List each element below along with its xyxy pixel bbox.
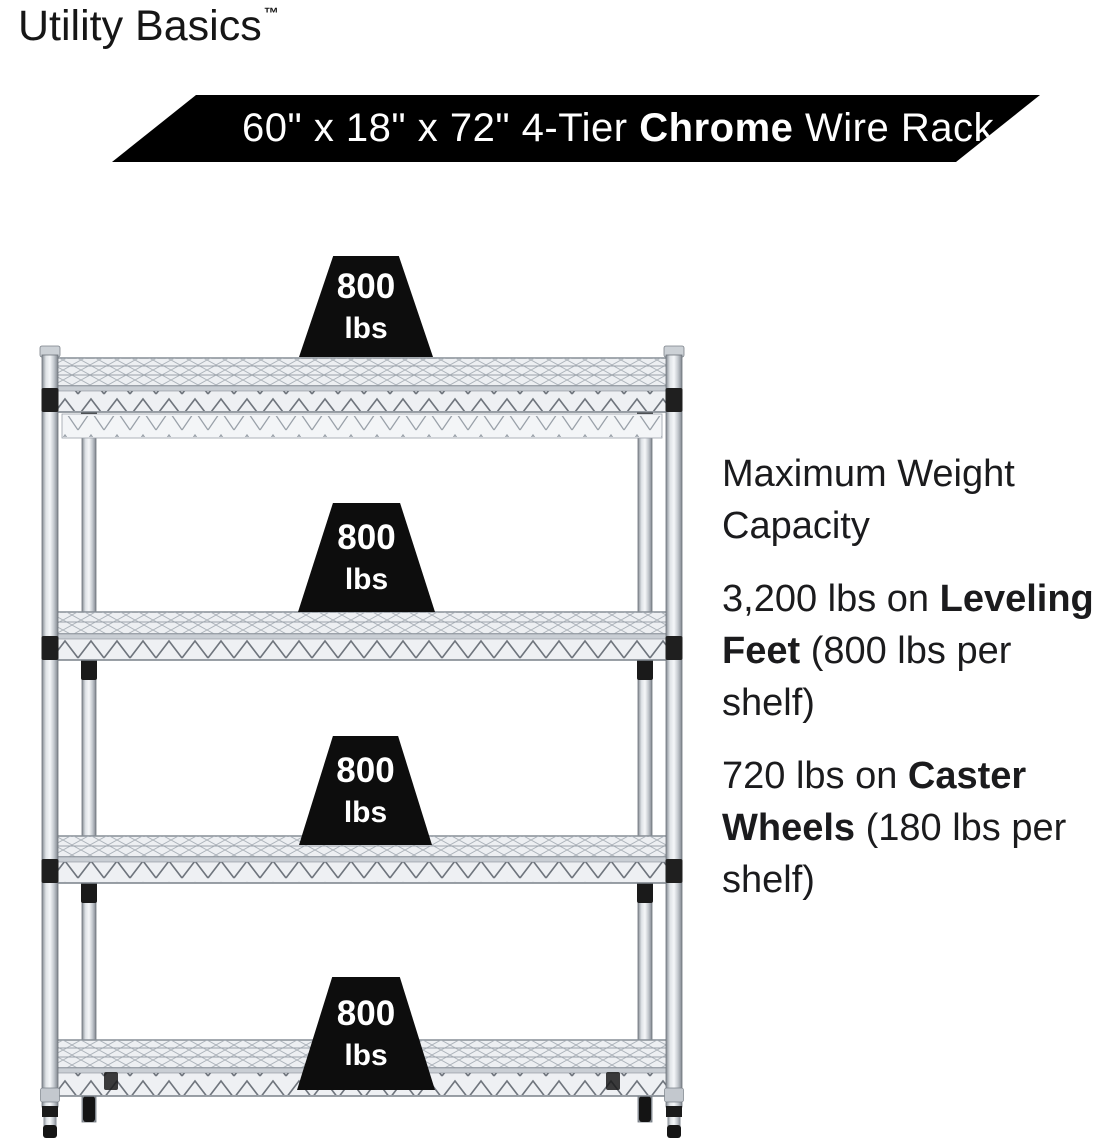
shelf-2 — [43, 611, 681, 661]
trademark-symbol: ™ — [263, 5, 279, 22]
badge-unit: lbs — [343, 796, 388, 829]
brand-name: Utility Basics — [18, 2, 262, 50]
badge-value: 800 — [336, 267, 396, 306]
badge-unit: lbs — [344, 312, 388, 345]
front-posts — [39, 345, 685, 1138]
shelf-3 — [42, 835, 682, 884]
badge-unit: lbs — [344, 1039, 388, 1072]
badge-unit: lbs — [344, 563, 389, 596]
weight-capacity-badge: 800 lbs — [298, 503, 435, 612]
badge-value: 800 — [337, 518, 396, 557]
badge-value: 800 — [336, 994, 396, 1033]
shelf-1 — [43, 357, 681, 439]
product-title-banner: 60" x 18" x 72" 4-Tier Chrome Wire Rack — [112, 95, 1040, 162]
badge-value: 800 — [336, 751, 395, 790]
